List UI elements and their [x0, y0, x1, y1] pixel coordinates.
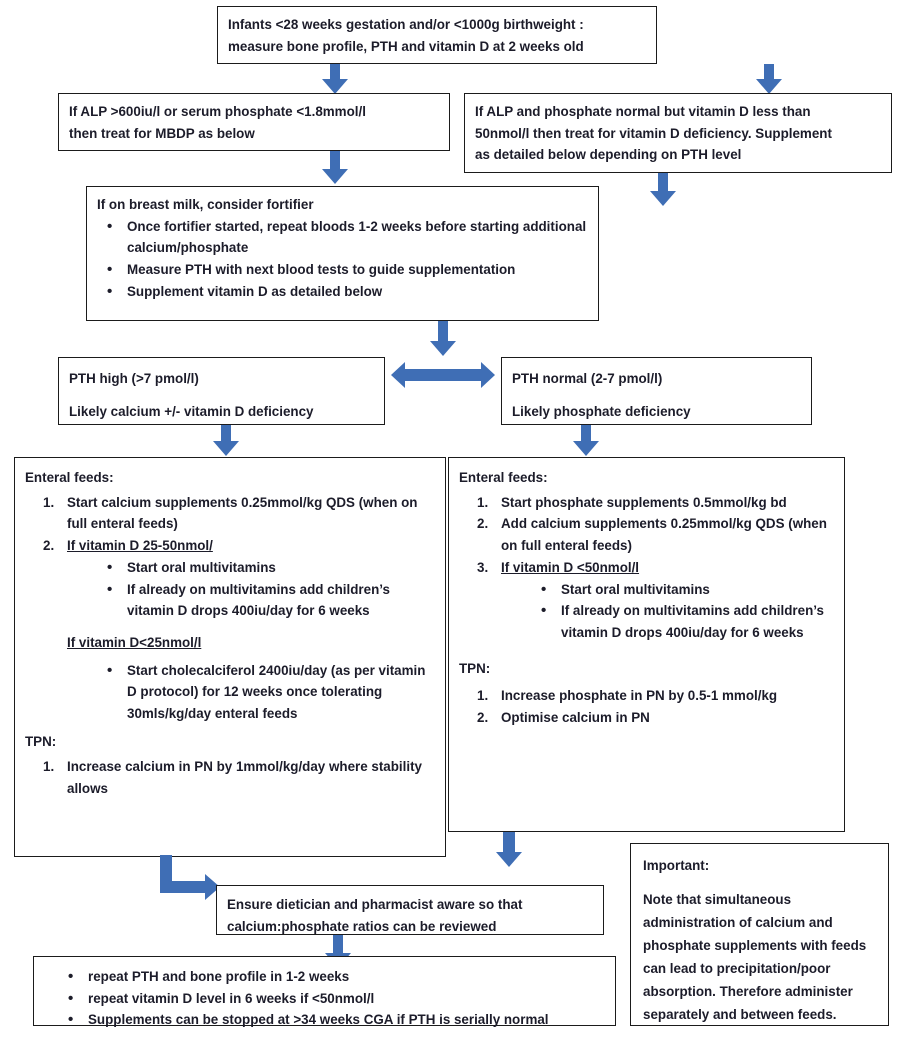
left-item2-sublist: Start oral multivitamins If already on m…: [99, 556, 435, 622]
node-pth-high: PTH high (>7 pmol/l) Likely calcium +/- …: [58, 357, 385, 425]
list-item: If already on multivitamins add children…: [533, 599, 834, 643]
right-item3-underlined: If vitamin D <50nmol/l: [501, 559, 640, 575]
node-left-treatment: Enteral feeds: Start calcium supplements…: [14, 457, 446, 857]
node-vitd-low: If ALP and phosphate normal but vitamin …: [464, 93, 892, 173]
node-screening: Infants <28 weeks gestation and/or <1000…: [217, 6, 657, 64]
list-item: Optimise calcium in PN: [477, 707, 650, 728]
pth-normal-line-1: PTH normal (2-7 pmol/l): [512, 371, 663, 386]
list-item: Once fortifier started, repeat bloods 1-…: [97, 215, 588, 259]
node-pth-normal: PTH normal (2-7 pmol/l) Likely phosphate…: [501, 357, 812, 425]
dietician-line-1: Ensure dietician and pharmacist aware so…: [227, 897, 523, 912]
right-item3-sublist: Start oral multivitamins If already on m…: [533, 578, 834, 644]
list-item: Add calcium supplements 0.25mmol/kg QDS …: [477, 513, 827, 554]
alp-high-line-1: If ALP >600iu/l or serum phosphate <1.8m…: [69, 104, 366, 119]
vitd-low-line-2: 50nmol/l then treat for vitamin D defici…: [475, 125, 832, 141]
list-item: If already on multivitamins add children…: [99, 578, 435, 622]
list-item: Start oral multivitamins: [99, 556, 435, 580]
list-item: Start calcium supplements 0.25mmol/kg QD…: [43, 492, 418, 532]
node-important: Important: Note that simultaneous admini…: [630, 843, 889, 1026]
vitd-low-line-1: If ALP and phosphate normal but vitamin …: [475, 104, 811, 119]
important-body: Note that simultaneous administration of…: [643, 892, 867, 1023]
screening-line-1: Infants <28 weeks gestation and/or <1000…: [228, 17, 584, 32]
arrow-bidirectional-pth: [391, 362, 495, 388]
dietician-line-2: calcium:phosphate ratios can be reviewed: [227, 918, 497, 934]
list-item: Start cholecalciferol 2400iu/day (as per…: [99, 659, 435, 725]
fortifier-heading: If on breast milk, consider fortifier: [97, 197, 314, 212]
screening-line-2: measure bone profile, PTH and vitamin D …: [228, 38, 584, 54]
right-tpn-heading: TPN:: [459, 660, 491, 676]
right-enteral-list: Start phosphate supplements 0.5mmol/kg b…: [473, 492, 834, 644]
alp-high-line-2: then treat for MBDP as below: [69, 125, 255, 141]
arrow-pth-high-to-treatment: [213, 425, 239, 457]
list-item: repeat PTH and bone profile in 1-2 weeks: [58, 965, 605, 989]
followup-bullet-list: repeat PTH and bone profile in 1-2 weeks…: [58, 965, 605, 1032]
list-item: repeat vitamin D level in 6 weeks if <50…: [58, 987, 605, 1011]
list-item: Start oral multivitamins: [533, 578, 834, 602]
left-tpn-list: Increase calcium in PN by 1mmol/kg/day w…: [39, 756, 435, 799]
node-fortifier: If on breast milk, consider fortifier On…: [86, 186, 599, 321]
list-item: Start phosphate supplements 0.5mmol/kg b…: [477, 492, 787, 513]
right-tpn-list: Increase phosphate in PN by 0.5-1 mmol/k…: [473, 685, 834, 728]
list-item: Increase phosphate in PN by 0.5-1 mmol/k…: [477, 685, 778, 706]
node-dietician: Ensure dietician and pharmacist aware so…: [216, 885, 604, 935]
arrow-alp-to-fortifier: [322, 151, 348, 185]
list-item: If vitamin D <50nmol/l Start oral multiv…: [473, 557, 834, 644]
pth-high-line-1: PTH high (>7 pmol/l): [69, 371, 199, 386]
right-enteral-heading: Enteral feeds:: [459, 470, 548, 485]
left-sub-bullets: Start cholecalciferol 2400iu/day (as per…: [99, 659, 435, 725]
left-subheading-underlined: If vitamin D<25nmol/l: [67, 634, 202, 650]
node-right-treatment: Enteral feeds: Start phosphate supplemen…: [448, 457, 845, 832]
arrow-screening-to-alp: [322, 64, 348, 94]
arrow-left-treatment-to-dietician: [160, 855, 222, 907]
list-item: If vitamin D 25-50nmol/ Start oral multi…: [39, 535, 435, 622]
vitd-low-line-3: as detailed below depending on PTH level: [475, 147, 742, 163]
pth-normal-line-2: Likely phosphate deficiency: [512, 403, 691, 419]
list-item: Supplements can be stopped at >34 weeks …: [58, 1008, 605, 1032]
left-enteral-heading: Enteral feeds:: [25, 470, 114, 485]
left-enteral-list: Start calcium supplements 0.25mmol/kg QD…: [39, 492, 435, 622]
arrow-vitd-to-fortifier: [650, 173, 676, 207]
arrow-pth-normal-to-treatment: [573, 425, 599, 457]
important-heading: Important:: [643, 858, 710, 873]
node-followup: repeat PTH and bone profile in 1-2 weeks…: [33, 956, 616, 1032]
list-item: Measure PTH with next blood tests to gui…: [97, 258, 588, 282]
fortifier-bullet-list: Once fortifier started, repeat bloods 1-…: [97, 215, 588, 304]
left-item2-underlined: If vitamin D 25-50nmol/: [67, 538, 213, 554]
node-alp-high: If ALP >600iu/l or serum phosphate <1.8m…: [58, 93, 450, 151]
left-tpn-heading: TPN:: [25, 733, 57, 749]
pth-high-line-2: Likely calcium +/- vitamin D deficiency: [69, 403, 314, 419]
list-item: Supplement vitamin D as detailed below: [97, 280, 588, 304]
list-item: Increase calcium in PN by 1mmol/kg/day w…: [43, 756, 422, 797]
arrow-fortifier-down: [430, 321, 456, 357]
arrow-screening-to-vitd: [756, 64, 782, 94]
arrow-right-treatment-to-dietician: [495, 832, 522, 868]
